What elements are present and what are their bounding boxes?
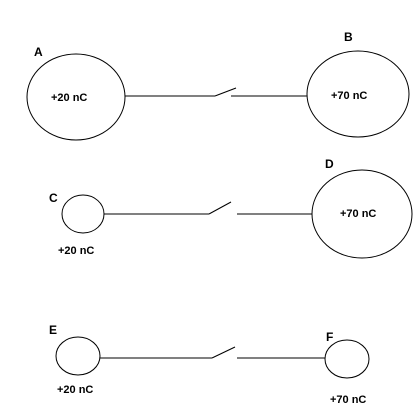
sphere-b (306, 50, 410, 138)
sphere-pair-ef: E +20 nC F +70 nC (49, 323, 370, 406)
switch-cd-blade (208, 201, 232, 215)
sphere-a-letter: A (34, 45, 43, 59)
sphere-e-letter: E (49, 323, 57, 337)
sphere-e-charge: +20 nC (57, 384, 93, 396)
sphere-a-charge: +20 nC (51, 92, 87, 104)
sphere-b-letter: B (344, 30, 353, 44)
switch-cd[interactable] (104, 201, 312, 215)
sphere-d (311, 169, 413, 259)
sphere-f-charge: +70 nC (330, 394, 366, 406)
sphere-pair-cd: C +20 nC D +70 nC (49, 157, 413, 259)
switch-ab[interactable] (125, 87, 308, 97)
sphere-c (61, 194, 105, 234)
sphere-d-letter: D (325, 157, 334, 171)
sphere-pair-ab: A +20 nC B +70 nC (26, 30, 410, 141)
sphere-c-letter: C (49, 191, 58, 205)
sphere-b-charge: +70 nC (331, 90, 367, 102)
switch-ef[interactable] (100, 346, 325, 359)
sphere-a (26, 53, 126, 141)
sphere-e (55, 336, 101, 376)
sphere-f-letter: F (326, 330, 333, 344)
switch-ef-blade (211, 346, 236, 359)
switch-ab-blade (214, 87, 237, 97)
sphere-c-charge: +20 nC (58, 245, 94, 257)
sphere-f (324, 339, 370, 379)
sphere-d-charge: +70 nC (340, 208, 376, 220)
